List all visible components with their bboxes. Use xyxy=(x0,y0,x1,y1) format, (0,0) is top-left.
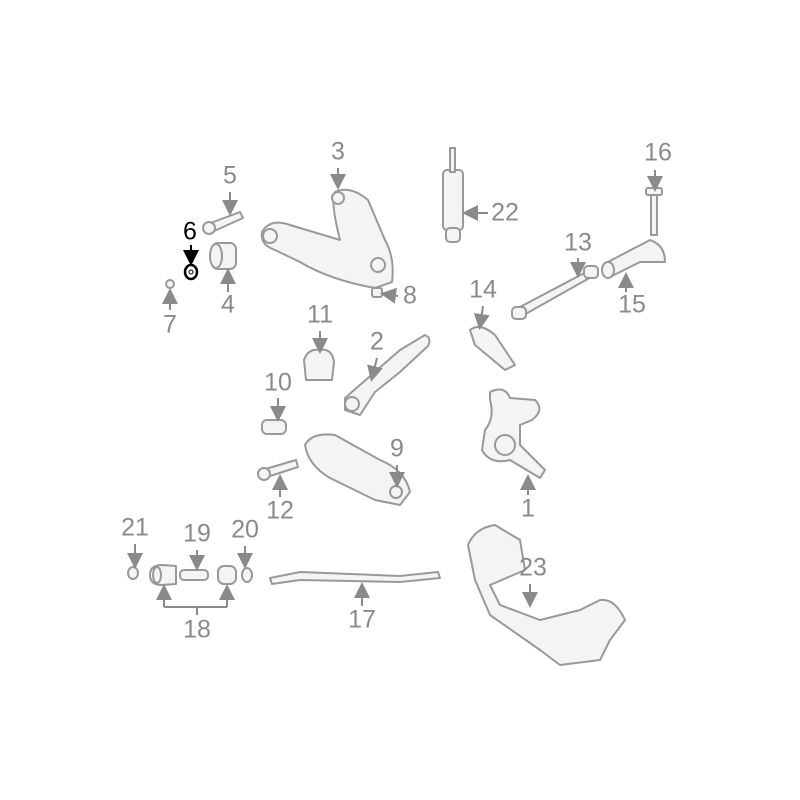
strut-rod-part-2 xyxy=(344,334,431,416)
callout-3[interactable]: 3 xyxy=(331,137,345,166)
callout-1[interactable]: 1 xyxy=(521,494,535,523)
callout-2[interactable]: 2 xyxy=(370,327,384,356)
callout-6[interactable]: 6 xyxy=(183,217,197,246)
link-part-13 xyxy=(517,269,594,317)
callout-19[interactable]: 19 xyxy=(183,519,211,548)
callout-16[interactable]: 16 xyxy=(644,138,672,167)
upper-control-arm-part xyxy=(260,188,394,289)
callout-11[interactable]: 11 xyxy=(307,300,333,329)
knuckle-part-1 xyxy=(481,388,546,479)
callout-22[interactable]: 22 xyxy=(491,198,519,227)
bracket-part-15 xyxy=(603,239,666,277)
crossmember-part-23 xyxy=(467,524,626,666)
callout-10[interactable]: 10 xyxy=(264,368,292,397)
callout-21[interactable]: 21 xyxy=(121,513,149,542)
callout-20[interactable]: 20 xyxy=(231,515,259,544)
bumper-part-11 xyxy=(303,348,335,381)
spacer-part-19 xyxy=(179,569,209,581)
callout-14[interactable]: 14 xyxy=(469,275,497,304)
stabilizer-bar-part-17 xyxy=(269,571,441,585)
shock-part-22 xyxy=(442,169,464,231)
callout-7[interactable]: 7 xyxy=(163,310,177,339)
callout-4[interactable]: 4 xyxy=(221,290,235,319)
callout-18[interactable]: 18 xyxy=(183,615,211,644)
callout-9[interactable]: 9 xyxy=(390,434,404,463)
callout-8[interactable]: 8 xyxy=(403,281,417,310)
callout-17[interactable]: 17 xyxy=(348,605,376,634)
callout-23[interactable]: 23 xyxy=(519,553,547,582)
fitting-part-7 xyxy=(165,279,175,289)
bushing-part-10 xyxy=(261,419,287,435)
callout-12[interactable]: 12 xyxy=(266,496,294,525)
callout-13[interactable]: 13 xyxy=(564,228,592,257)
cap-part-21 xyxy=(127,566,139,580)
callout-5[interactable]: 5 xyxy=(223,161,237,190)
callout-15[interactable]: 15 xyxy=(618,290,646,319)
washer-part-6 xyxy=(183,263,199,281)
bracket-part-14 xyxy=(469,325,516,371)
